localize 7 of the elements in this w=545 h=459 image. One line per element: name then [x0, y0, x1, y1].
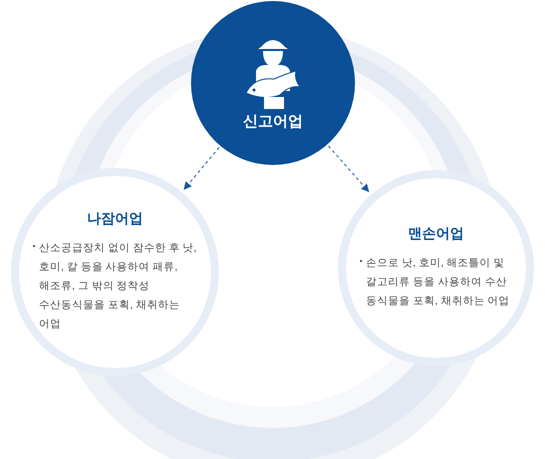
node-title: 맨손어업: [408, 224, 464, 242]
description-text: 산소공급장치 없이 잠수한 후 낫, 호미, 칼 등을 사용하여 패류, 해조류, 그 밖의 정착성 수산동식물을 포획, 채취하는 어업: [39, 241, 197, 332]
node-title: 신고어업: [243, 112, 303, 132]
description-text: 손으로 낫, 호미, 해조틀이 및 갈고리류 등을 사용하여 수산 동식물을 포획, 채취하는 어업: [366, 256, 511, 310]
node-title: 나잠어업: [87, 210, 143, 228]
dashed-arrow: [184, 146, 220, 190]
dashed-arrow: [328, 146, 370, 192]
